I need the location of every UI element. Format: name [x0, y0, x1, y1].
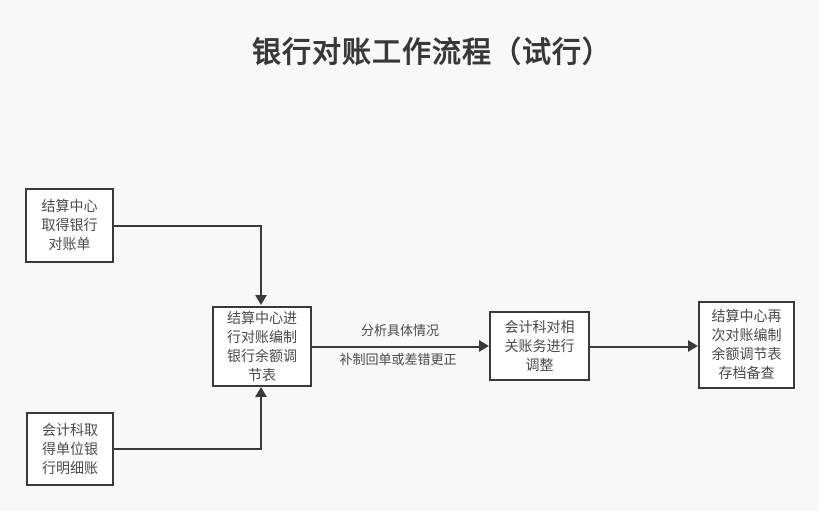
- connector-analysis: [312, 346, 480, 348]
- arrowhead-down-icon: [255, 295, 267, 305]
- flow-node-prepare-balance-adjustment-table: 结算中心进 行对账编制 银行余额调 节表: [212, 306, 312, 387]
- connector-statement-vertical: [260, 225, 262, 297]
- flow-node-adjust-related-accounts: 会计科对相 关账务进行 调整: [489, 311, 590, 381]
- arrowhead-up-icon: [255, 387, 267, 397]
- connector-ledger-vertical: [260, 397, 262, 450]
- flow-node-obtain-bank-statement: 结算中心 取得银行 对账单: [25, 188, 114, 263]
- edge-label-analyze-situation: 分析具体情况: [360, 323, 439, 338]
- flow-node-re-reconcile-archive: 结算中心再 次对账编制 余额调节表 存档备查: [698, 301, 795, 389]
- connector-statement-horizontal: [113, 225, 262, 227]
- flow-node-obtain-unit-bank-detail-ledger: 会计科取 得单位银 行明细账: [26, 412, 114, 486]
- arrowhead-right-icon: [688, 340, 698, 352]
- connector-ledger-horizontal: [113, 448, 262, 450]
- connector-adjust-to-archive: [590, 346, 689, 348]
- page-title: 银行对账工作流程（试行）: [251, 37, 612, 69]
- arrowhead-right-icon: [479, 340, 489, 352]
- edge-label-reissue-or-correct: 补制回单或差错更正: [339, 352, 457, 367]
